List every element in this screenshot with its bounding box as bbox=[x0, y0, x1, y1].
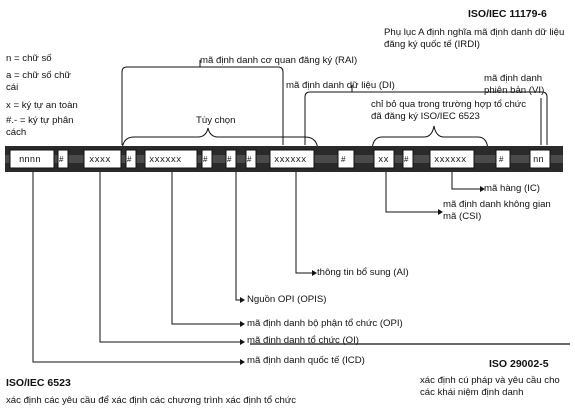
label-ic: mã hàng (IC) bbox=[484, 183, 540, 194]
csi-leader bbox=[385, 172, 438, 213]
sep-4-text: # bbox=[227, 155, 232, 164]
ic-leader bbox=[451, 172, 480, 190]
seg-ai-text: xxxxxx bbox=[274, 155, 307, 165]
rai-bracket bbox=[121, 66, 284, 145]
sep-3 bbox=[201, 149, 213, 169]
seg-ic-text: xxxxxx bbox=[434, 155, 467, 165]
iso-6523-title: ISO/IEC 6523 bbox=[6, 377, 71, 389]
sep-di bbox=[337, 149, 355, 169]
opi-leader bbox=[171, 172, 240, 325]
legend-x: x = ký tự an toàn bbox=[6, 100, 78, 111]
opis-leader bbox=[235, 172, 240, 301]
di-bracket bbox=[304, 91, 548, 145]
label-opis: Nguồn OPI (OPIS) bbox=[247, 294, 327, 305]
seg-csi-text: xx bbox=[378, 155, 389, 165]
label-csi: mã định danh không gian mã (CSI) bbox=[443, 199, 551, 222]
seg-oi-box bbox=[83, 149, 122, 169]
seg-ic-box bbox=[429, 149, 475, 169]
sep-2-text: # bbox=[127, 155, 132, 164]
seg-opi-box bbox=[144, 149, 198, 169]
seg-csi-box bbox=[373, 149, 395, 169]
iso-6523-desc: xác định các yêu cầu để xác định các chư… bbox=[6, 395, 297, 406]
iso-29002-title: ISO 29002-5 bbox=[489, 358, 549, 370]
legend-a: a = chữ số chữ cái bbox=[6, 70, 71, 93]
legend-sep: #.- = ký tự phân cách bbox=[6, 115, 74, 138]
seg-ai-box bbox=[269, 149, 315, 169]
sep-5 bbox=[245, 149, 257, 169]
seg-opi-text: xxxxxx bbox=[149, 155, 182, 165]
sep-2 bbox=[125, 149, 137, 169]
label-optional: Tùy chọn bbox=[196, 115, 236, 126]
label-opi: mã định danh bộ phận tổ chức (OPI) bbox=[247, 318, 403, 329]
optional-brace bbox=[121, 127, 319, 153]
sep-6-text: # bbox=[404, 155, 409, 164]
label-rai: mã định danh cơ quan đăng ký (RAI) bbox=[200, 55, 358, 66]
sep-1 bbox=[57, 149, 69, 169]
sep-4 bbox=[225, 149, 237, 169]
iso-29002-desc: xác định cú pháp và yêu cầu cho các khái… bbox=[420, 375, 560, 398]
icd-leader bbox=[32, 172, 240, 363]
label-icd: mã định danh quốc tế (ICD) bbox=[247, 355, 365, 366]
label-only-if: chỉ bỏ qua trong trường hợp tổ chức đã đ… bbox=[371, 99, 527, 122]
seg-oi-text: xxxx bbox=[89, 155, 111, 165]
sep-di-text: # bbox=[341, 155, 346, 164]
label-oi: mã định danh tổ chức (OI) bbox=[247, 335, 360, 346]
sep-3-text: # bbox=[203, 155, 208, 164]
sep-vi-text: # bbox=[499, 155, 504, 164]
sep-vi bbox=[495, 149, 511, 169]
legend-n: n = chữ số bbox=[6, 53, 52, 64]
label-ai: thông tin bổ sung (AI) bbox=[317, 267, 409, 278]
only-if-brace bbox=[371, 125, 489, 153]
annex-note: Phụ lục A định nghĩa mã định danh dữ liệ… bbox=[384, 27, 565, 50]
ai-leader bbox=[295, 172, 312, 274]
sep-5-text: # bbox=[247, 155, 252, 164]
seg-vi-box bbox=[529, 149, 551, 169]
sep-6 bbox=[402, 149, 414, 169]
seg-vi-text: nn bbox=[533, 155, 544, 165]
seg-icd-box bbox=[9, 149, 55, 169]
oi-leader bbox=[99, 172, 240, 343]
sep-1-text: # bbox=[59, 155, 64, 164]
label-vi: mã định danh phiên bản (VI) bbox=[484, 73, 545, 96]
seg-icd-text: nnnn bbox=[19, 155, 41, 165]
label-di: mã định danh dữ liệu (DI) bbox=[286, 80, 395, 91]
iso-11179-title: ISO/IEC 11179-6 bbox=[468, 8, 547, 20]
